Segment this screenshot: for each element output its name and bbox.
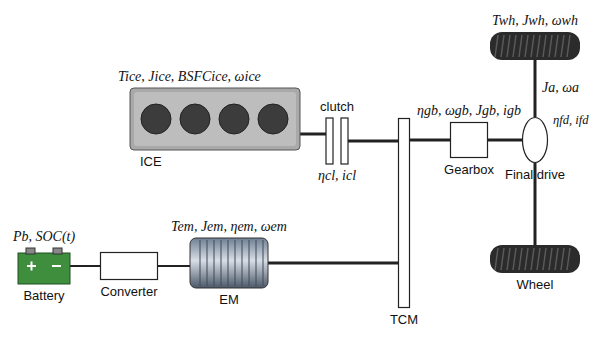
clutch-plates-drawing [326,118,348,164]
gearbox-box-drawing [450,122,488,158]
drive-shaft [268,262,398,265]
component-label: clutch [320,99,354,114]
parameter-label: Pb, SOC(t) [13,229,75,244]
drive-shaft [410,139,450,142]
parameter-label: Tem, Jem, ηem, ωem [171,219,287,234]
final-drive-drawing [522,117,548,163]
component-label: Battery [23,288,64,303]
wheel-tire-drawing [490,245,580,273]
component-label: EM [219,292,239,307]
wheel-tire: Twh, Jwh, ωwh [490,32,580,60]
component-label: Wheel [517,277,554,292]
component-label: ICE [140,154,162,169]
final-drive: ηfd, ifdFinal drive [522,117,548,163]
parameter-label: Twh, Jwh, ωwh [492,13,578,28]
engine-block: Tice, Jice, BSFCice, ωiceICE [130,88,300,150]
drive-shaft [348,140,398,143]
drive-shaft [300,133,326,136]
drive-shaft [488,139,522,142]
converter-box: Converter [100,252,158,280]
parameter-label: Ja, ωa [542,80,579,95]
component-label: Gearbox [444,162,494,177]
parameter-label: ηcl, icl [318,168,356,183]
component-label: TCM [390,312,418,327]
parameter-label: ηgb, ωgb, Jgb, igb [417,103,521,118]
electric-motor-drawing [190,238,268,288]
parameter-label: Tice, Jice, BSFCice, ωice [118,69,261,84]
converter-box-drawing [100,252,158,280]
drive-shaft [534,60,537,117]
tcm-bar-drawing [398,118,410,308]
wheel-tire: Wheel [490,245,580,273]
component-label: Final drive [505,167,565,182]
tcm-bar: TCM [398,118,410,308]
gearbox-box: ηgb, ωgb, Jgb, igbGearbox [450,122,488,158]
electric-link [158,265,190,267]
electric-link [70,265,100,267]
battery-pack-drawing [18,248,70,284]
electric-motor: Tem, Jem, ηem, ωemEM [190,238,268,288]
wheel-tire-drawing [490,32,580,60]
clutch-plates: ηcl, iclclutch [326,118,348,164]
battery-pack: Pb, SOC(t)Battery [18,248,70,284]
component-label: Converter [100,284,157,299]
engine-block-drawing [130,88,300,150]
parameter-label: ηfd, ifd [553,113,589,128]
